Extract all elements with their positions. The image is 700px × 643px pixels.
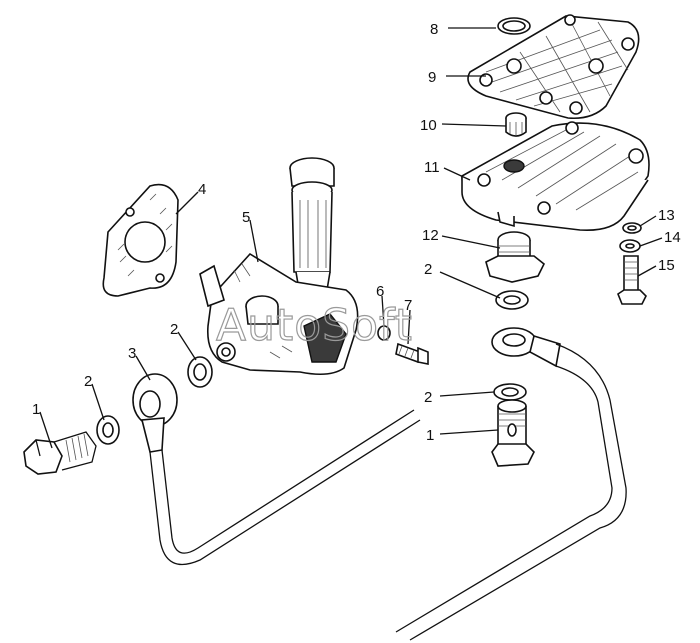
callout-7: 7 (404, 297, 412, 314)
callout-2-right-lower: 2 (424, 389, 432, 406)
washer-right-upper (495, 290, 529, 310)
leader-lines (39, 27, 663, 449)
callout-14: 14 (664, 229, 681, 246)
callout-1-left: 1 (32, 401, 40, 418)
washer-left (96, 415, 120, 445)
o-ring-top (497, 17, 531, 35)
callout-10: 10 (420, 117, 437, 134)
callout-2-left: 2 (84, 373, 92, 390)
fuel-pump-body (199, 157, 359, 376)
callout-1-right: 1 (426, 427, 434, 444)
small-bolt (395, 342, 429, 365)
callout-13: 13 (658, 207, 675, 224)
callout-11: 11 (424, 159, 440, 176)
filter-mesh-plate (467, 14, 640, 120)
banjo-fitting-left (132, 373, 178, 453)
callout-labels: 1 2 3 2 4 5 2 6 7 8 9 10 11 12 2 13 14 1… (32, 21, 681, 444)
banjo-bolt-left (23, 431, 97, 475)
banjo-fitting-right (491, 327, 561, 368)
callout-2-right-upper: 2 (424, 261, 432, 278)
threaded-fitting (485, 231, 546, 283)
gasket-flange (102, 183, 179, 297)
watermark: AutoSoft (216, 300, 413, 351)
washer-right-lower (493, 383, 527, 401)
callout-15: 15 (658, 257, 675, 274)
spring-washer (622, 222, 642, 234)
callout-5: 5 (242, 209, 250, 226)
fuel-pipe-left (149, 409, 421, 566)
callout-9: 9 (428, 69, 436, 86)
cover-bolt (617, 255, 647, 305)
banjo-bolt-right (491, 399, 535, 467)
callout-2-pump: 2 (170, 321, 178, 338)
bushing-sleeve (505, 112, 527, 137)
callout-3: 3 (128, 345, 136, 362)
callout-6: 6 (376, 283, 384, 300)
fuel-pipe-right (395, 343, 627, 641)
callout-4: 4 (198, 181, 206, 198)
filter-cover-plate (461, 121, 650, 232)
callout-8: 8 (430, 21, 438, 38)
callout-12: 12 (422, 227, 439, 244)
flat-washer (619, 239, 641, 253)
washer-pump-inlet (187, 356, 213, 388)
